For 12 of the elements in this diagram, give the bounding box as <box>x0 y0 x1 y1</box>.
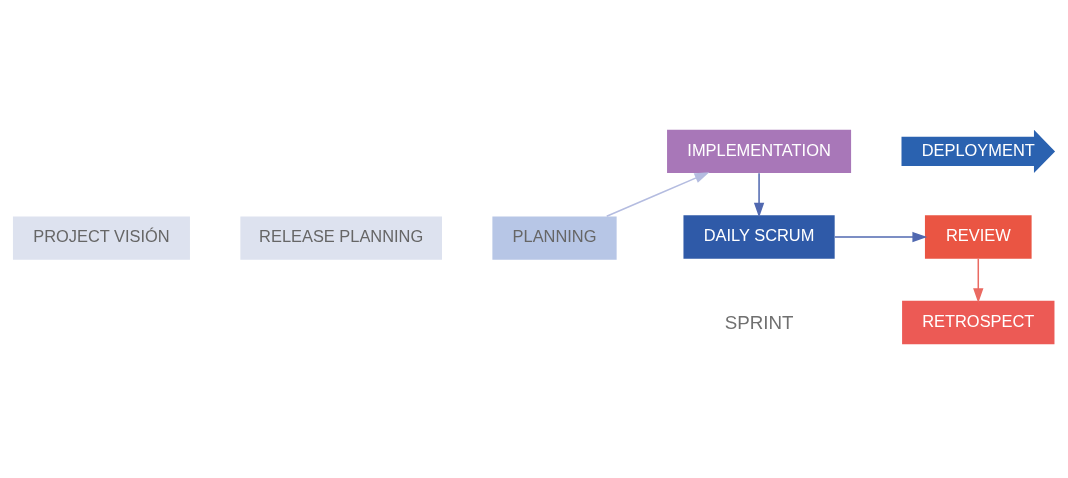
node-box: PLANNING <box>492 216 617 260</box>
arrow <box>973 258 984 304</box>
node-box: DAILY SCRUM <box>683 215 835 259</box>
node-box: RELEASE PLANNING <box>240 216 442 260</box>
arrow <box>834 231 928 243</box>
node-box: IMPLEMENTATION <box>667 129 852 174</box>
node-box: REVIEW <box>924 215 1032 259</box>
arrow <box>605 172 710 217</box>
node-box: RETROSPECT <box>902 300 1055 345</box>
arrow <box>753 172 765 218</box>
label: SPRINT <box>724 312 794 334</box>
node-box: PROJECT VISIÓN <box>12 216 190 260</box>
